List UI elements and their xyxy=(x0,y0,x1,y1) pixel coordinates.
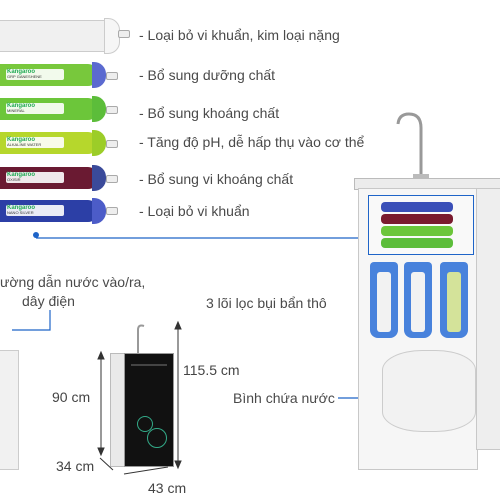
cartridge-brand-4: Kangaroo xyxy=(7,137,36,143)
filter-cap-5 xyxy=(92,165,106,191)
feature-label-4: - Tăng độ pH, dễ hấp thụ vào cơ thể xyxy=(139,134,365,150)
dim-height-body: 90 cm xyxy=(52,389,91,405)
feature-label-3: - Bổ sung khoáng chất xyxy=(139,105,280,121)
filter-nozzle-5 xyxy=(106,175,118,183)
filter-nozzle-6 xyxy=(106,207,118,215)
water-tank xyxy=(382,350,476,432)
pre-filter-3 xyxy=(440,262,468,338)
cartridge-brand-5: Kangaroo xyxy=(7,172,36,178)
connection-label-line2: dây điện xyxy=(22,293,75,309)
filter-cartridge-1 xyxy=(0,20,111,52)
filter-nozzle-3 xyxy=(106,106,118,114)
faucet xyxy=(396,112,429,182)
feature-label-2: - Bổ sung dưỡng chất xyxy=(139,67,276,83)
filter-cap-2 xyxy=(92,62,106,88)
cartridge-brand-3: Kangaroo xyxy=(7,103,36,109)
cartridge-brand-2: Kangaroo xyxy=(7,69,36,75)
filter-nozzle-2 xyxy=(106,72,118,80)
dim-depth: 34 cm xyxy=(56,458,95,474)
feature-label-6: - Loại bỏ vi khuẩn xyxy=(139,203,250,219)
filter-cap-4 xyxy=(92,130,106,156)
dim-height-full: 115.5 cm xyxy=(183,362,240,378)
top-filters-frame xyxy=(368,195,474,255)
filter-cap-3 xyxy=(92,96,106,122)
cabinet-door xyxy=(476,188,500,450)
feature-label-5: - Bổ sung vi khoáng chất xyxy=(139,171,294,187)
pre-filter-label: 3 lõi lọc bụi bẩn thô xyxy=(206,295,327,311)
pre-filter-2 xyxy=(404,262,432,338)
dim-width: 43 cm xyxy=(148,480,187,496)
filter-cap-6 xyxy=(92,198,106,224)
connection-label-line1: ường dẫn nước vào/ra, xyxy=(0,274,146,290)
cabinet-back-panel xyxy=(0,350,19,470)
cartridge-brand-6: Kangaroo xyxy=(7,205,36,211)
feature-label-1: - Loại bỏ vi khuẩn, kim loại nặng xyxy=(139,27,340,43)
tank-label: Bình chứa nước xyxy=(233,390,335,406)
mini-machine-front xyxy=(124,353,174,467)
filter-nozzle-4 xyxy=(106,140,118,148)
filter-nozzle-1 xyxy=(118,30,130,38)
pre-filter-1 xyxy=(370,262,398,338)
mini-faucet xyxy=(137,324,145,354)
